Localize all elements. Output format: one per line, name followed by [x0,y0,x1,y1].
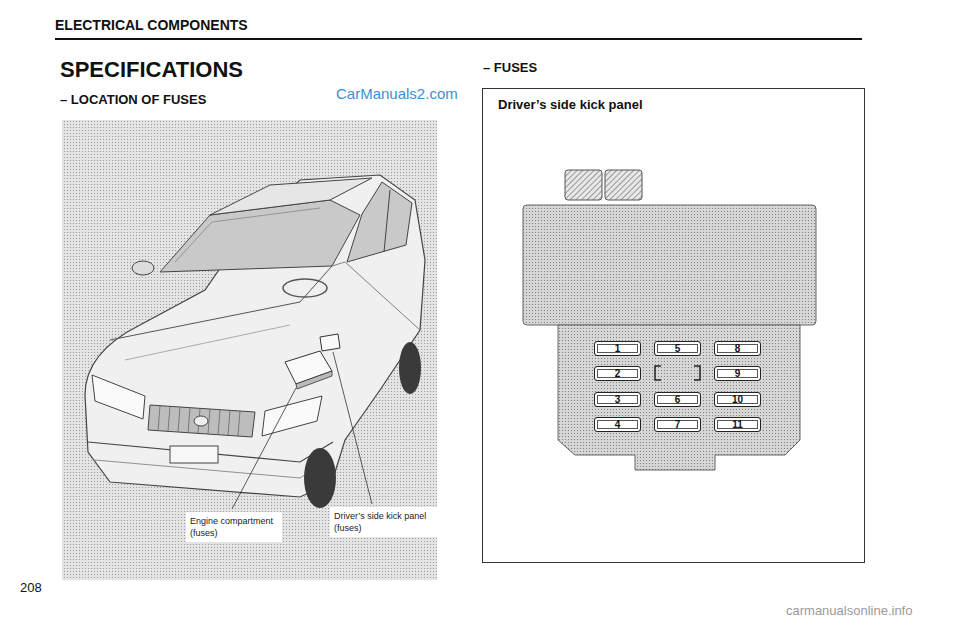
illustration-part [228,410,230,435]
illustration-part [283,279,327,297]
fuse-number: 6 [655,393,700,406]
illustration-part [558,325,800,470]
illustration-part [482,88,865,563]
illustration-part [347,182,412,262]
illustration-part [238,411,240,436]
fuse-panel [482,88,865,563]
fuse-slot: 10 [714,392,761,407]
fuse-slot: 3 [594,392,641,407]
fuse-slot: 2 [594,366,641,381]
illustration-part [85,175,425,497]
illustration-part [194,416,208,426]
illustration-part [605,170,642,200]
subheading: – LOCATION OF FUSES [60,92,206,107]
illustration-part [384,190,390,252]
page-title: SPECIFICATIONS [60,57,243,83]
illustration-part [188,408,190,433]
fuse-number: 11 [715,418,760,431]
illustration-part [62,120,437,580]
fuse-number: 2 [595,367,640,380]
fuse-number: 10 [715,393,760,406]
fuse-number: 9 [715,367,760,380]
illustration-part [148,405,255,437]
fuse-number: 3 [595,393,640,406]
illustration-part [304,448,336,508]
fuse-slot: 7 [654,417,701,432]
fuse-slot: 9 [714,366,761,381]
callout-text: Engine compartment (fuses) [190,515,278,539]
fuse-slot: 1 [594,341,641,356]
illustration-part [262,396,322,436]
fuse-number: 4 [595,418,640,431]
illustration-part [565,170,602,200]
callout-text: Driver’s side kick panel (fuses) [334,510,436,534]
illustration-part [88,442,333,462]
header-rule [55,38,862,40]
illustration-part [285,351,332,384]
illustration-part [296,371,332,389]
illustration-part [110,266,332,340]
watermark: CarManuals2.com [336,85,458,102]
section-header: ELECTRICAL COMPONENTS [55,17,248,33]
fuse-slot: 8 [714,341,761,356]
fuse-number: 7 [655,418,700,431]
illustration-part [399,342,421,394]
callout-box: Engine compartment (fuses) [186,512,282,542]
fuse-number: 5 [655,342,700,355]
illustration-part [210,178,372,215]
illustration-part [333,352,372,504]
fuse-slot: 11 [714,417,761,432]
fuse-slot: 5 [654,341,701,356]
illustration-part [175,208,320,262]
illustration-part [158,406,160,431]
fuse-number: 1 [595,342,640,355]
illustration-part [168,407,170,431]
subheading: – FUSES [483,60,537,75]
illustration-part [160,200,360,272]
illustration-part [523,205,816,325]
fuse-slot: 4 [594,417,641,432]
illustration-part [158,406,240,436]
watermark: carmanualsonline.info [786,603,912,618]
illustration-part [125,325,290,360]
panel-frame: Driver’s side kick panel 1 2 3 4 5 6 7 8 9 10 11 [482,88,865,563]
fuse-number: 8 [715,342,760,355]
illustration-part [655,366,700,380]
illustration-part [232,388,296,509]
callout-box: Driver’s side kick panel (fuses) [330,507,440,537]
illustration-part [170,446,218,463]
illustration-part [178,407,180,432]
fuse-slot: 6 [654,392,701,407]
illustration-part [320,334,340,351]
illustration-part [92,375,145,419]
car-illustration [62,120,437,580]
page-number: 208 [20,580,42,595]
panel-heading: Driver’s side kick panel [498,97,643,112]
illustration-part [218,410,220,435]
illustration-part [332,262,420,330]
illustration-part [132,261,154,275]
